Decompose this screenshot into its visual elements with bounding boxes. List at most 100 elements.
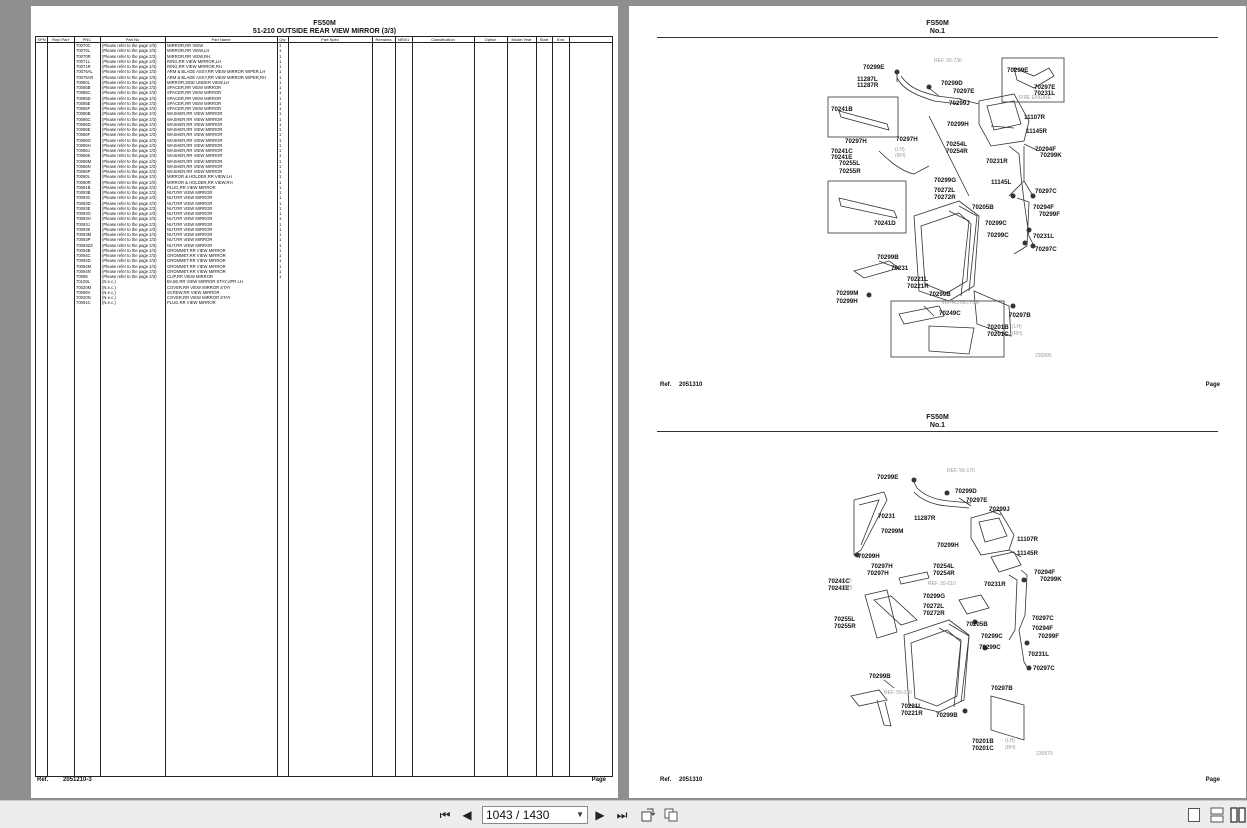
table-row: 70076AR(Please refer to the page 2/3)ARM… — [36, 75, 612, 80]
cell-qty: 1 — [279, 106, 282, 111]
table-row: 70093E(Please refer to the page 2/3)NUT,… — [36, 206, 612, 211]
part-callout: 70299E — [1007, 67, 1029, 74]
cell-qty: 1 — [279, 195, 282, 201]
part-callout: 70241D — [874, 220, 896, 227]
header-spn: SPN — [37, 37, 46, 42]
part-callout: 70299H — [937, 542, 959, 549]
bracket-part — [970, 509, 1015, 556]
cell-part-name: MIRROR,SIDE UNDER VIEW,LH — [167, 79, 230, 85]
plate-part — [864, 589, 898, 639]
cell-pnc: 70093D — [76, 200, 91, 206]
cell-pnc: 70093K — [76, 226, 91, 232]
cell-part-name: NUT,RR VIEW MIRROR — [167, 242, 213, 248]
cell-part-no: (Please refer to the page 2/3) — [102, 205, 157, 211]
rotate-icon — [641, 808, 656, 822]
cell-qty: 1 — [279, 163, 282, 169]
bolt-part — [1026, 665, 1032, 671]
cell-qty: 1 — [279, 268, 282, 274]
inset-box — [827, 180, 907, 234]
footer-page-label: Page — [1205, 777, 1220, 783]
bolt-part — [1024, 640, 1030, 646]
cell-qty: 1 — [279, 116, 282, 122]
column-divider — [277, 37, 278, 776]
part-callout: 70299E — [877, 474, 899, 481]
part-callout: 70297E — [966, 497, 988, 504]
cell-part-no: (Please refer to the page 2/3) — [102, 121, 157, 127]
cell-pnc: 70086H — [76, 142, 91, 148]
first-page-icon: ⏮ — [439, 807, 451, 822]
cell-part-no: (Please refer to the page 2/3) — [102, 253, 157, 258]
last-page-icon: ⏭ — [616, 807, 628, 822]
cell-qty: 1 — [279, 184, 282, 190]
cell-pnc: 70090L — [76, 174, 90, 180]
part-callout: 70205B — [966, 621, 988, 628]
continuous-view-button[interactable] — [1209, 807, 1225, 823]
cell-part-no: (N.e.c.) — [102, 289, 116, 295]
footer-ref: 2051310 — [679, 382, 703, 388]
cell-qty: 1 — [279, 274, 282, 279]
bolt-part — [854, 552, 860, 558]
column-divider — [569, 37, 570, 776]
cell-part-name: SPACER,RR VIEW MIRROR — [167, 106, 222, 111]
header-repl-part: Repl Part — [52, 37, 69, 42]
bracket-part — [853, 260, 900, 279]
cell-part-no: (Please refer to the page 2/3) — [102, 100, 157, 106]
cell-qty: 1 — [279, 121, 282, 127]
rotate-page-button[interactable] — [639, 807, 657, 823]
cell-qty: 1 — [279, 48, 282, 54]
cell-part-name: WASHER,RR VIEW MIRROR — [167, 148, 223, 153]
copy-page-button[interactable] — [662, 807, 680, 823]
footer-ref-label: Ref. — [37, 777, 49, 783]
cell-pnc: 70086K — [76, 153, 91, 159]
next-page-button[interactable]: ▶ — [591, 807, 609, 823]
copy-icon — [664, 808, 678, 822]
part-callout: 70241E — [828, 585, 850, 592]
bracket-part — [838, 110, 890, 131]
bolt-part — [1022, 240, 1028, 246]
table-row: 70070L(Please refer to the page 2/3)MIRR… — [36, 48, 612, 53]
part-callout: 70241B — [831, 106, 853, 113]
cell-qty: 1 — [279, 205, 282, 211]
previous-page-button[interactable]: ◀ — [458, 807, 476, 823]
last-page-button[interactable]: ⏭ — [613, 807, 631, 823]
cell-qty: 1 — [279, 43, 282, 48]
two-page-view-button[interactable] — [1230, 807, 1246, 823]
cell-pnc: 70085C — [76, 90, 91, 96]
cell-qty: 1 — [279, 69, 282, 75]
cell-part-no: (N.e.c.) — [102, 284, 116, 290]
bracket-part — [838, 197, 898, 219]
reference-note: REF. 55-010 — [928, 581, 956, 587]
bolt-part — [1021, 577, 1027, 583]
cell-qty: 1 — [279, 211, 282, 216]
table-row: 70020N(N.e.c.)COVER,RR VIEW MIRROR STAY — [36, 295, 612, 300]
diagram-top-model: FS50M — [926, 20, 949, 27]
cell-pnc: 70071L — [76, 58, 90, 64]
part-callout: 70294F — [1033, 204, 1054, 211]
column-divider — [507, 37, 508, 776]
page-number-select[interactable]: 1043 / 1430 ▼ — [482, 806, 588, 824]
diagram-page: FS50M No.1 — [629, 6, 1246, 798]
cell-part-no: (Please refer to the page 2/3) — [102, 79, 157, 85]
two-page-icon — [1230, 807, 1246, 823]
part-callout: 70297E — [1034, 84, 1056, 91]
column-divider — [552, 37, 553, 776]
column-divider — [474, 37, 475, 776]
part-callout: 70255L — [834, 616, 855, 623]
part-callout: 70299H — [836, 298, 858, 305]
bracket-part — [986, 100, 1022, 131]
single-page-view-button[interactable] — [1186, 807, 1202, 823]
table-row: 70093C(Please refer to the page 2/3)NUT,… — [36, 195, 612, 200]
part-callout: 70221R — [901, 710, 923, 717]
part-callout: 70231 — [891, 265, 909, 272]
mirror-housing-part — [928, 325, 975, 355]
first-page-button[interactable]: ⏮ — [436, 807, 454, 823]
cell-pnc: 70094C — [76, 253, 91, 258]
mirror-housing-part — [948, 210, 970, 297]
table-row: 70086J(Please refer to the page 2/3)WASH… — [36, 148, 612, 153]
footer-ref: 2051310 — [679, 777, 703, 783]
cell-part-no: (Please refer to the page 2/3) — [102, 158, 157, 164]
table-row: 70093G(Please refer to the page 2/3)NUT,… — [36, 211, 612, 216]
cell-qty: 1 — [279, 100, 282, 106]
cell-qty: 1 — [279, 74, 282, 80]
cell-pnc: 70091B — [76, 184, 91, 190]
